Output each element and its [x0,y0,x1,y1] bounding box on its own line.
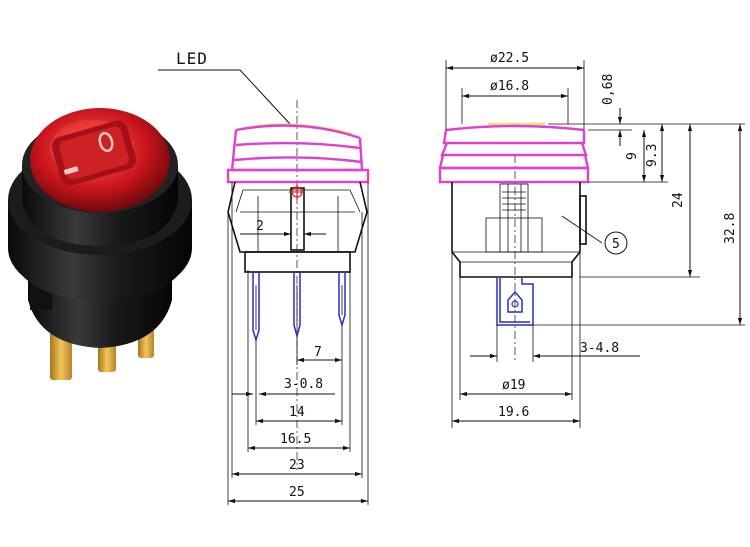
dim-32-8: 32.8 [723,213,738,244]
switch-photo [8,108,192,380]
dim-width-16-5: 16.5 [280,432,311,447]
dim-pin-pitch: 7 [314,345,322,360]
dim-width-23: 23 [289,458,305,473]
dim-inner-diameter: ø16.8 [490,79,529,94]
led-label: LED [176,49,208,68]
dim-terminal: 3-4.8 [580,341,619,356]
dim-9-3: 9.3 [645,144,660,167]
dim-width-14: 14 [289,405,305,420]
dim-pin-thickness: 3-0.8 [284,377,323,392]
dim-outer-diameter: ø22.5 [490,51,529,66]
dim-cap-top: 0,68 [601,74,616,105]
dim-body-width: 19.6 [498,405,529,420]
front-view: LED [158,49,370,505]
dim-pin-width: 2 [256,219,264,234]
callout-5: 5 [612,237,620,252]
side-view: ø22.5 ø16.8 0,68 9 9.3 24 32.8 5 [438,51,745,428]
dim-24: 24 [671,192,686,208]
dim-9: 9 [625,152,640,160]
dim-width-25: 25 [289,485,305,500]
dim-body-diameter: ø19 [502,378,525,393]
